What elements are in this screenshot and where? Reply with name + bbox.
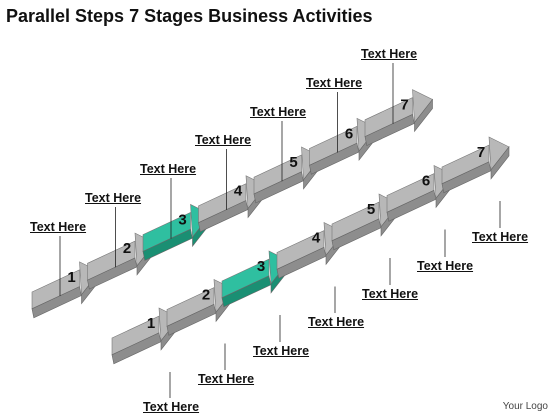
logo: Your Logo bbox=[502, 401, 548, 412]
upper-step-6-arrow: 6 bbox=[309, 117, 378, 175]
upper-step-2-label: Text Here bbox=[85, 191, 142, 205]
lower-step-5-label: Text Here bbox=[362, 287, 419, 301]
lower-step-1-number: 1 bbox=[147, 315, 155, 332]
upper-step-1-number: 1 bbox=[67, 269, 75, 286]
upper-step-4-label: Text Here bbox=[195, 133, 252, 147]
upper-step-7-arrow: 7 bbox=[364, 89, 433, 147]
lower-step-5-number: 5 bbox=[367, 201, 375, 218]
lower-step-6-label: Text Here bbox=[417, 259, 474, 273]
upper-step-2-number: 2 bbox=[123, 240, 131, 257]
lower-step-4-label: Text Here bbox=[308, 315, 365, 329]
lower-arrow-row: 1 2 3 4 5 6 7 bbox=[111, 136, 510, 365]
upper-step-1-arrow: 1 bbox=[31, 261, 100, 319]
upper-step-7-number: 7 bbox=[400, 97, 408, 114]
lower-step-2-number: 2 bbox=[202, 287, 210, 304]
upper-step-4-number: 4 bbox=[234, 183, 243, 200]
lower-step-6-number: 6 bbox=[422, 173, 430, 190]
lower-step-3-label: Text Here bbox=[253, 344, 310, 358]
lower-step-7-label: Text Here bbox=[472, 230, 529, 244]
upper-step-6-number: 6 bbox=[345, 125, 353, 142]
upper-step-3-number: 3 bbox=[178, 211, 186, 228]
upper-step-7-label: Text Here bbox=[361, 47, 418, 61]
lower-step-2-label: Text Here bbox=[198, 372, 255, 386]
upper-step-3-label: Text Here bbox=[140, 162, 197, 176]
lower-step-3-number: 3 bbox=[257, 258, 265, 275]
upper-arrow-row: 1 2 3 4 5 6 7 bbox=[31, 89, 433, 319]
upper-step-5-label: Text Here bbox=[250, 105, 307, 119]
lower-step-7-number: 7 bbox=[477, 144, 485, 161]
page-title: Parallel Steps 7 Stages Business Activit… bbox=[6, 6, 373, 26]
upper-step-6-label: Text Here bbox=[306, 76, 363, 90]
upper-step-2-arrow: 2 bbox=[87, 232, 156, 290]
lower-step-1-label: Text Here bbox=[143, 400, 200, 414]
upper-step-5-number: 5 bbox=[289, 154, 297, 171]
upper-step-1-label: Text Here bbox=[30, 220, 87, 234]
lower-step-4-number: 4 bbox=[312, 230, 321, 247]
leader-lines bbox=[59, 63, 501, 398]
lower-step-7-arrow: 7 bbox=[441, 136, 510, 194]
